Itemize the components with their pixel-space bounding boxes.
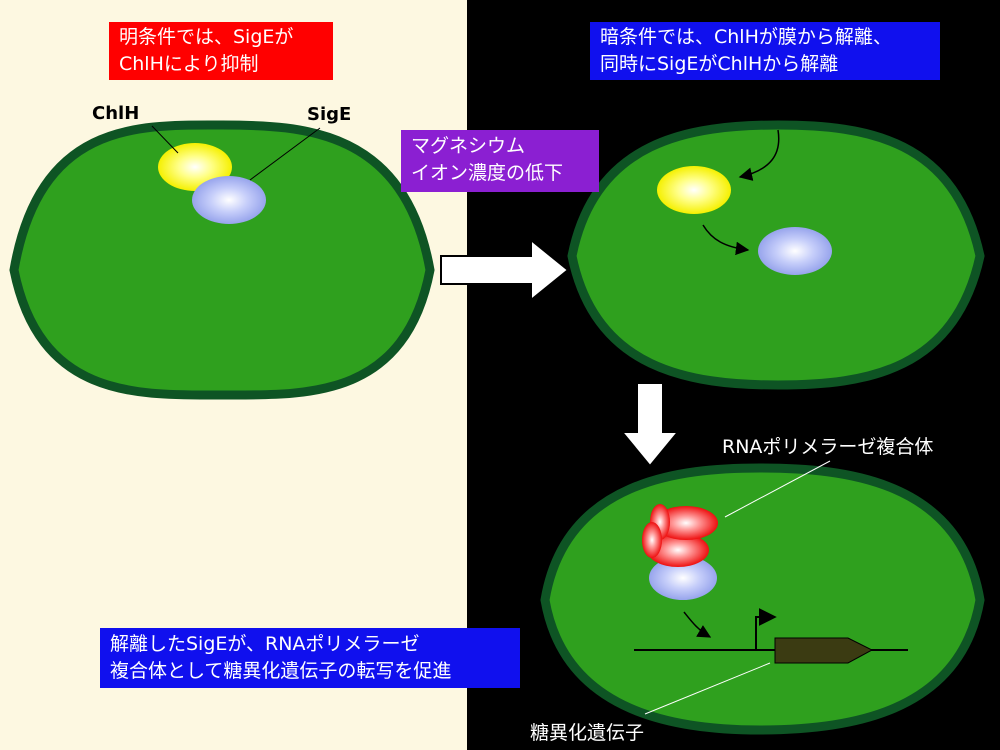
transcription-box: 解離したSigEが、RNAポリメラーゼ 複合体として糖異化遺伝子の転写を促進 xyxy=(100,628,520,688)
promoter-arrow-icon xyxy=(755,608,777,650)
dark-condition-line-2: 同時にSigEがChlHから解離 xyxy=(600,53,839,75)
chlh-leader-line xyxy=(151,125,179,154)
magnesium-line-1: マグネシウム xyxy=(411,135,526,157)
binding-arrow xyxy=(683,611,712,638)
sige-protein-free xyxy=(758,227,832,275)
rnap-subunit-small-bottom xyxy=(642,522,662,558)
transcription-line-1: 解離したSigEが、RNAポリメラーゼ xyxy=(110,633,420,655)
light-condition-box: 明条件では、SigEが ChlHにより抑制 xyxy=(109,22,333,80)
magnesium-line-2: イオン濃度の低下 xyxy=(411,162,564,184)
transcription-line-2: 複合体として糖異化遺伝子の転写を促進 xyxy=(110,660,452,682)
gene-leader-line xyxy=(644,662,771,715)
rnap-subunit-upper xyxy=(654,506,718,540)
down-arrow-icon xyxy=(619,382,681,468)
rnap-leader-line xyxy=(724,460,831,518)
sige-protein-bound xyxy=(192,176,266,224)
gene-block xyxy=(774,637,874,664)
right-arrow-icon xyxy=(440,237,570,303)
cell-light xyxy=(9,120,435,400)
cell-transcription xyxy=(540,463,985,735)
sige-leader-line xyxy=(249,127,321,181)
chlh-dissociation-arrow xyxy=(738,129,780,181)
gene-label: 糖異化遺伝子 xyxy=(530,722,645,744)
sige-dissociation-arrow xyxy=(702,224,750,256)
magnesium-box: マグネシウム イオン濃度の低下 xyxy=(401,130,599,192)
rnap-subunit-lower xyxy=(647,533,709,567)
chlh-protein-free xyxy=(657,166,731,214)
light-condition-line-1: 明条件では、SigEが xyxy=(119,26,294,48)
dark-condition-box: 暗条件では、ChlHが膜から解離、 同時にSigEがChlHから解離 xyxy=(590,22,940,80)
sige-label: SigE xyxy=(307,104,352,125)
chlh-label: ChlH xyxy=(92,103,140,124)
dark-condition-line-1: 暗条件では、ChlHが膜から解離、 xyxy=(600,26,892,48)
sige-rnap-subunit xyxy=(649,556,717,600)
rnap-complex-label: RNAポリメラーゼ複合体 xyxy=(722,436,934,458)
light-condition-line-2: ChlHにより抑制 xyxy=(119,53,259,75)
